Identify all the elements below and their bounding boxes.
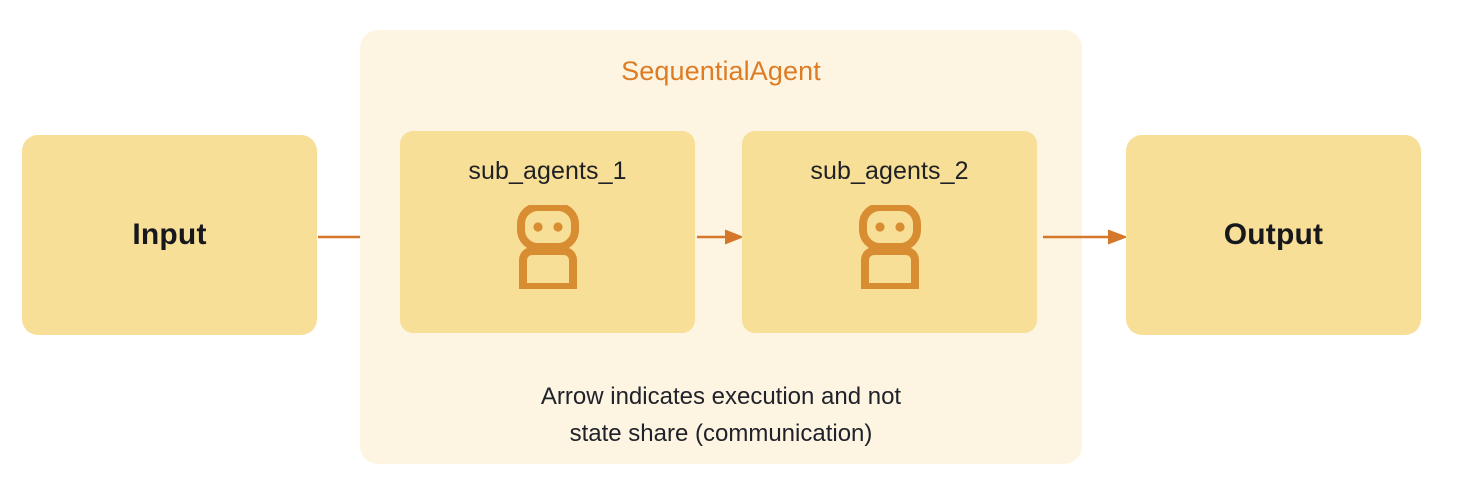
arrow-caption-line-1: Arrow indicates execution and not xyxy=(540,383,902,410)
sub-agent-label-1: sub_agents_1 xyxy=(468,157,627,185)
sequential-agent-container: SequentialAgent sub_agents_1 xyxy=(360,30,1082,464)
output-node: Output xyxy=(1126,135,1421,335)
input-label: Input xyxy=(132,218,207,251)
output-label: Output xyxy=(1223,218,1324,251)
sub-agent-node-1: sub_agents_1 xyxy=(400,131,695,333)
arrow-caption-line-2: state share (communication) xyxy=(569,420,873,447)
sequential-agent-title: SequentialAgent xyxy=(621,56,821,86)
sub-agent-node-2: sub_agents_2 xyxy=(742,131,1037,333)
robot-icon xyxy=(511,203,585,291)
input-node: Input xyxy=(22,135,317,335)
arrow-caption: Arrow indicates execution and not state … xyxy=(360,378,1082,452)
arrow-sub-agents-2-to-output xyxy=(1043,226,1128,248)
robot-icon xyxy=(853,203,927,291)
sub-agent-label-2: sub_agents_2 xyxy=(810,157,969,185)
arrow-sub-agents-1-to-sub-agents-2 xyxy=(697,226,744,248)
